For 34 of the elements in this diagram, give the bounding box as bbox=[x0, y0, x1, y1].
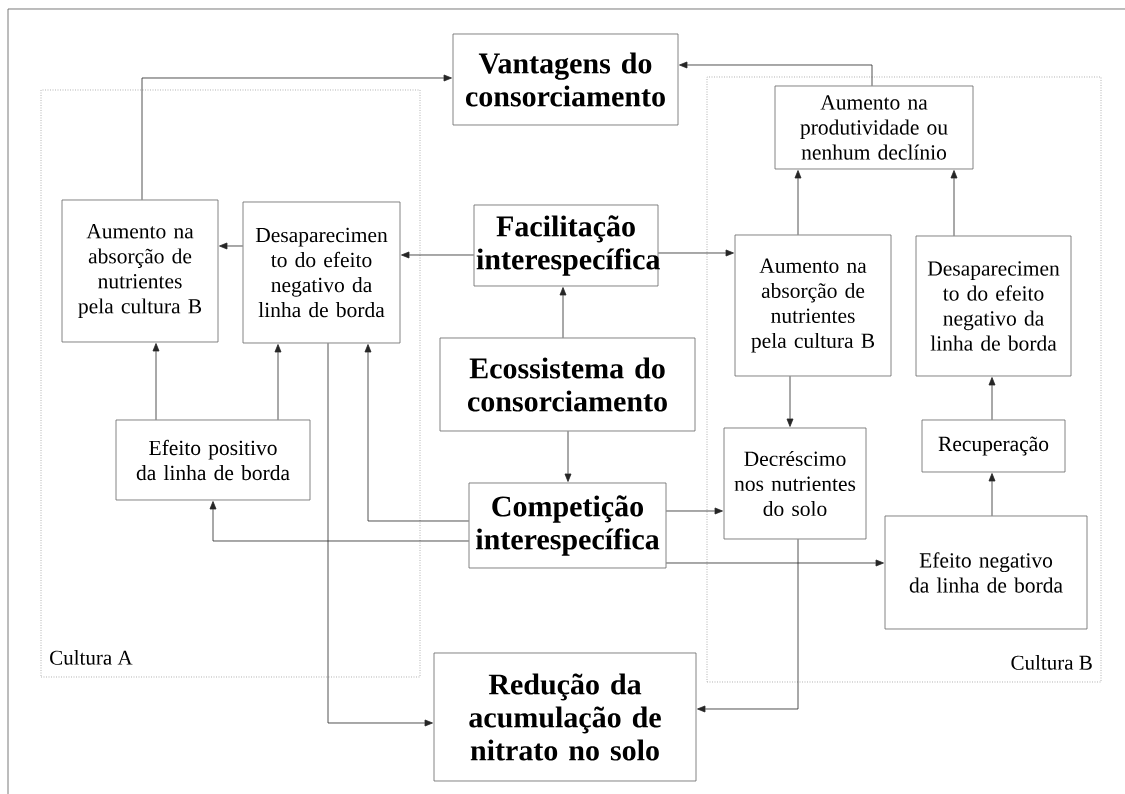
arrow bbox=[274, 344, 282, 420]
arrow bbox=[564, 431, 572, 482]
process-box: Decréscimo nos nutrientes do solo bbox=[723, 427, 867, 540]
process-box: Desaparecimen to do efeito negativo da linha de borda bbox=[915, 235, 1072, 377]
process-box: Aumento na absorção de nutrientes pela cultura B bbox=[734, 234, 892, 377]
outcome-box: Facilitação interespecífica bbox=[473, 204, 660, 287]
arrow bbox=[141, 74, 452, 200]
arrow bbox=[152, 343, 160, 420]
process-box: Efeito negativo da linha de borda bbox=[884, 515, 1088, 630]
arrow bbox=[559, 287, 567, 338]
outcome-box: Redução da acumulação de nitrato no solo bbox=[433, 652, 697, 782]
arrow bbox=[697, 539, 799, 713]
arrow bbox=[666, 507, 723, 515]
arrow bbox=[327, 343, 433, 727]
process-box: Recuperação bbox=[921, 419, 1066, 473]
process-box: Desaparecimen to do efeito negativo da linha de borda bbox=[242, 201, 401, 344]
outcome-box: Ecossistema do consorciamento bbox=[439, 337, 696, 432]
arrow bbox=[988, 473, 996, 516]
process-box: Aumento na produtividade ou nenhum declínio bbox=[774, 85, 974, 170]
process-box: Efeito positivo da linha de borda bbox=[115, 419, 311, 501]
process-box: Aumento na absorção de nutrientes pela cultura B bbox=[61, 199, 219, 343]
arrow bbox=[950, 170, 958, 236]
arrow bbox=[209, 501, 469, 542]
arrow bbox=[658, 249, 734, 257]
arrow bbox=[786, 376, 794, 427]
outcome-box: Competição interespecífica bbox=[468, 482, 667, 569]
arrow bbox=[401, 251, 474, 259]
outcome-box: Vantagens do consorciamento bbox=[452, 33, 679, 126]
arrow bbox=[679, 61, 873, 86]
arrow bbox=[988, 377, 996, 420]
arrow bbox=[666, 559, 884, 567]
arrow bbox=[794, 170, 802, 235]
arrow bbox=[364, 344, 469, 522]
arrow bbox=[219, 242, 243, 250]
